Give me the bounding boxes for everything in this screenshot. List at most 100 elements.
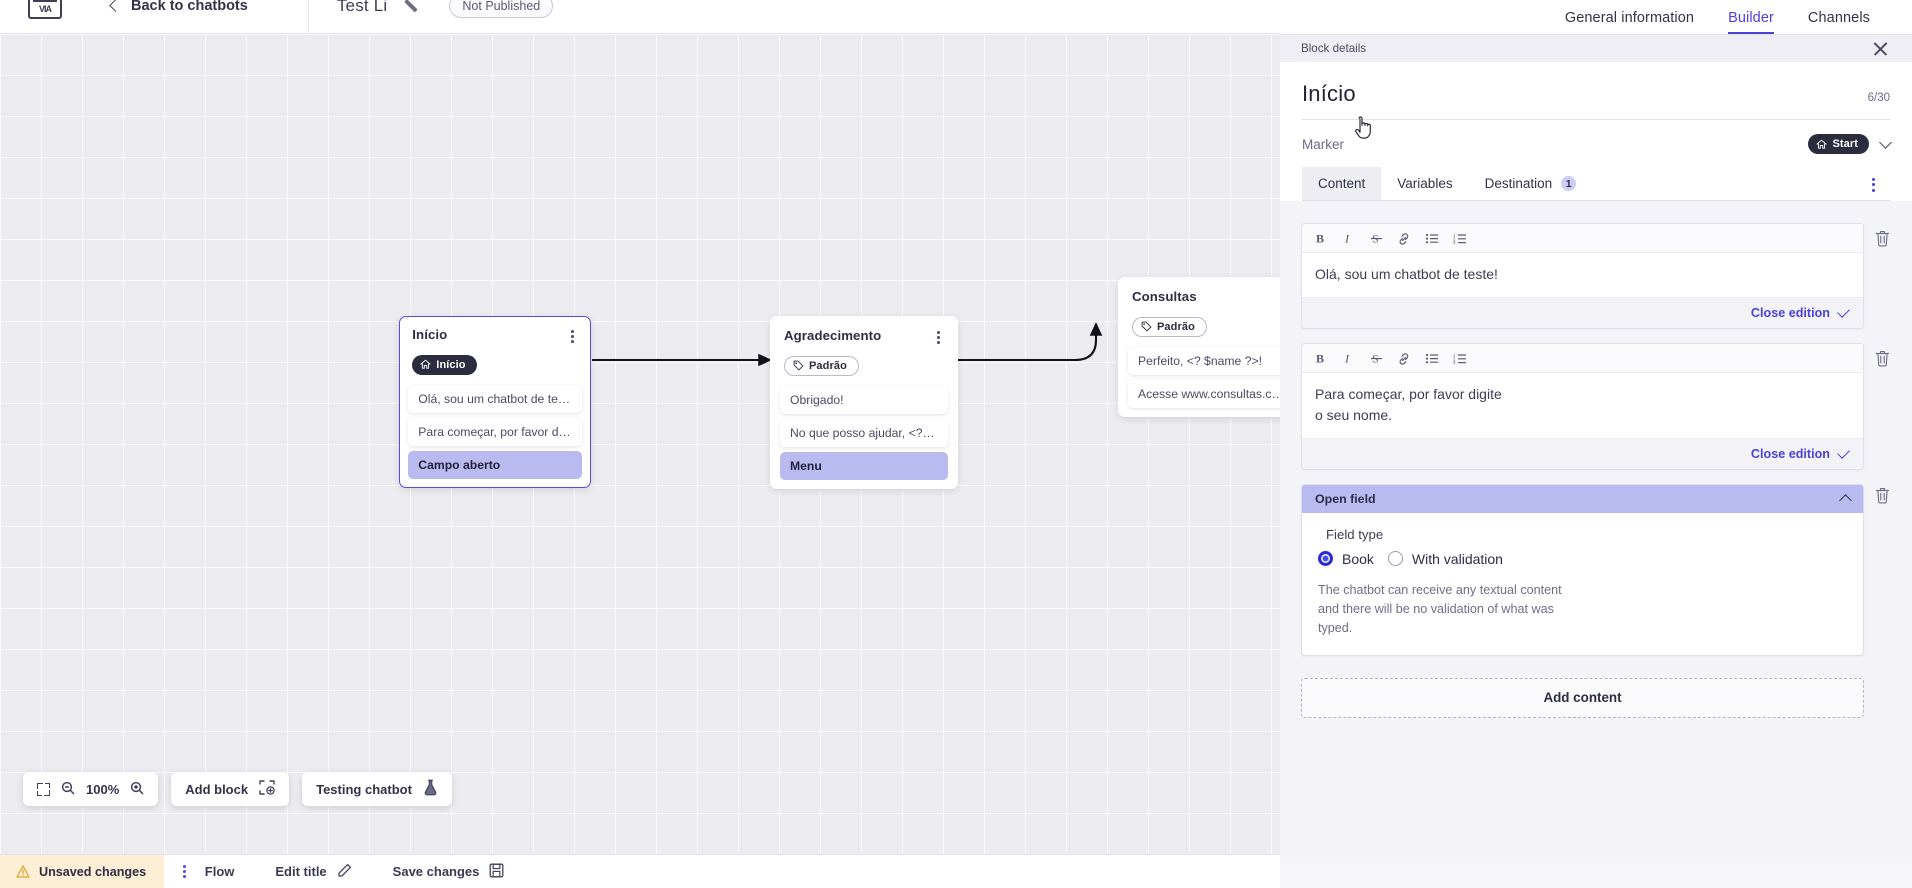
svg-text:I: I	[1344, 232, 1350, 245]
node-row[interactable]: Obrigado!	[780, 386, 948, 415]
node-row[interactable]: Olá, sou um chatbot de teste!	[408, 385, 582, 414]
tab-general-information[interactable]: General information	[1564, 10, 1695, 26]
open-field-description: The chatbot can receive any textual cont…	[1318, 582, 1562, 635]
panel-body: Início 6/30 Marker Start	[1280, 62, 1912, 201]
status-more-options-icon[interactable]	[164, 865, 205, 878]
back-to-chatbots-link[interactable]: Back to chatbots	[109, 0, 248, 14]
chevron-up-icon[interactable]	[1839, 494, 1852, 507]
check-icon	[1837, 446, 1850, 459]
svg-text:2: 2	[1453, 236, 1456, 241]
bold-icon[interactable]: B	[1306, 347, 1334, 369]
trash-icon[interactable]	[1874, 229, 1891, 247]
radio-book-dot[interactable]	[1318, 551, 1333, 567]
fit-screen-icon[interactable]	[37, 782, 50, 796]
editor-text[interactable]: Olá, sou um chatbot de teste!	[1315, 266, 1498, 282]
open-field-block: Open field Field type Book Wi	[1301, 483, 1891, 656]
zoom-controls[interactable]: 100%	[23, 772, 159, 806]
bullet-list-icon[interactable]	[1418, 347, 1446, 369]
link-icon[interactable]	[1390, 347, 1418, 369]
node-header: Consultas	[1128, 289, 1298, 308]
panel-more-options-icon[interactable]	[1866, 176, 1881, 194]
node-row[interactable]: Campo aberto	[408, 451, 582, 480]
close-edition-button[interactable]: Close edition	[1750, 306, 1830, 321]
node-menu-icon[interactable]	[933, 328, 944, 347]
subtab-destination[interactable]: Destination 1	[1469, 167, 1593, 200]
editor-text[interactable]: Para começar, por favor digite o seu nom…	[1315, 386, 1502, 423]
add-content-button[interactable]: Add content	[1301, 677, 1864, 718]
field-type-label: Field type	[1326, 526, 1384, 542]
node-row[interactable]: Para começar, por favor digite o ...	[408, 418, 582, 447]
testing-chatbot-label: Testing chatbot	[316, 781, 412, 797]
strikethrough-icon[interactable]: S	[1362, 227, 1390, 249]
marker-value: Start	[1832, 138, 1858, 150]
italic-icon[interactable]: I	[1334, 347, 1362, 369]
flow-node-agradecimento[interactable]: Agradecimento Padrão Obrigado! No que po…	[770, 316, 958, 490]
node-row[interactable]: Acesse www.consultas.com par...	[1128, 380, 1298, 409]
add-block-label: Add block	[185, 781, 249, 797]
zoom-in-icon[interactable]	[130, 781, 144, 798]
node-row[interactable]: Perfeito, <? $name ?>!	[1128, 347, 1298, 376]
home-icon	[420, 359, 432, 370]
subtab-variables[interactable]: Variables	[1381, 167, 1468, 200]
subtab-content-label: Content	[1318, 176, 1366, 191]
flow-node-inicio[interactable]: Início Início Olá, sou um chatbot de tes…	[399, 316, 591, 488]
svg-text:2: 2	[1453, 356, 1456, 361]
flow-node-consultas[interactable]: Consultas Padrão Perfeito, <? $name ?>! …	[1118, 277, 1308, 418]
zoom-level-label: 100%	[86, 781, 120, 797]
marker-label: Marker	[1302, 136, 1345, 152]
node-menu-icon[interactable]	[567, 327, 578, 346]
tab-channels[interactable]: Channels	[1807, 10, 1870, 26]
add-block-button[interactable]: Add block	[171, 772, 290, 806]
chevron-down-icon[interactable]	[1879, 135, 1892, 149]
close-edition-button[interactable]: Close edition	[1750, 446, 1830, 461]
save-changes-button[interactable]: Save changes	[393, 863, 505, 881]
flow-button[interactable]: Flow	[205, 864, 235, 879]
tag-icon	[793, 360, 804, 371]
link-icon[interactable]	[1390, 227, 1418, 249]
trash-icon[interactable]	[1874, 486, 1891, 504]
node-tag-label: Início	[436, 358, 466, 371]
radio-book[interactable]: Book	[1318, 551, 1374, 567]
marker-select[interactable]: Start	[1808, 134, 1892, 154]
block-title-row: Início 6/30	[1301, 62, 1891, 119]
zoom-out-icon[interactable]	[61, 781, 75, 798]
svg-text:B: B	[1316, 232, 1324, 245]
tab-builder[interactable]: Builder	[1728, 10, 1774, 34]
canvas-toolbar: 100% Add block Testing chatbot	[23, 772, 452, 806]
chevron-left-icon	[109, 0, 122, 12]
open-field-header[interactable]: Open field	[1302, 484, 1863, 513]
warning-triangle-icon	[16, 865, 30, 878]
svg-text:3: 3	[1453, 240, 1456, 245]
unsaved-changes-indicator: Unsaved changes	[0, 854, 165, 888]
close-icon[interactable]	[1873, 41, 1888, 56]
publish-status-badge: Not Published	[449, 0, 554, 18]
radio-with-validation-dot[interactable]	[1387, 551, 1403, 567]
bullet-list-icon[interactable]	[1418, 227, 1446, 249]
node-title: Início	[412, 327, 448, 343]
open-field-title: Open field	[1315, 491, 1376, 506]
node-row[interactable]: No que posso ajudar, <? $name ...	[780, 419, 948, 448]
trash-icon[interactable]	[1874, 349, 1891, 367]
edit-title-button[interactable]: Edit title	[275, 863, 351, 881]
node-rows: Obrigado! No que posso ajudar, <? $name …	[780, 386, 948, 481]
radio-with-validation[interactable]: With validation	[1387, 551, 1503, 567]
testing-chatbot-button[interactable]: Testing chatbot	[302, 772, 452, 806]
app-logo-icon[interactable]: VIA	[28, 0, 62, 19]
node-row[interactable]: Menu	[780, 452, 948, 481]
marker-row: Marker Start	[1301, 120, 1892, 167]
subtab-content[interactable]: Content	[1302, 167, 1382, 200]
save-changes-label: Save changes	[392, 864, 480, 879]
strikethrough-icon[interactable]: S	[1362, 347, 1390, 369]
bold-icon[interactable]: B	[1306, 227, 1334, 249]
subtab-variables-label: Variables	[1397, 176, 1453, 191]
block-details-label: Block details	[1301, 42, 1367, 55]
edit-title-pencil-icon[interactable]	[405, 0, 422, 14]
italic-icon[interactable]: I	[1334, 227, 1362, 249]
